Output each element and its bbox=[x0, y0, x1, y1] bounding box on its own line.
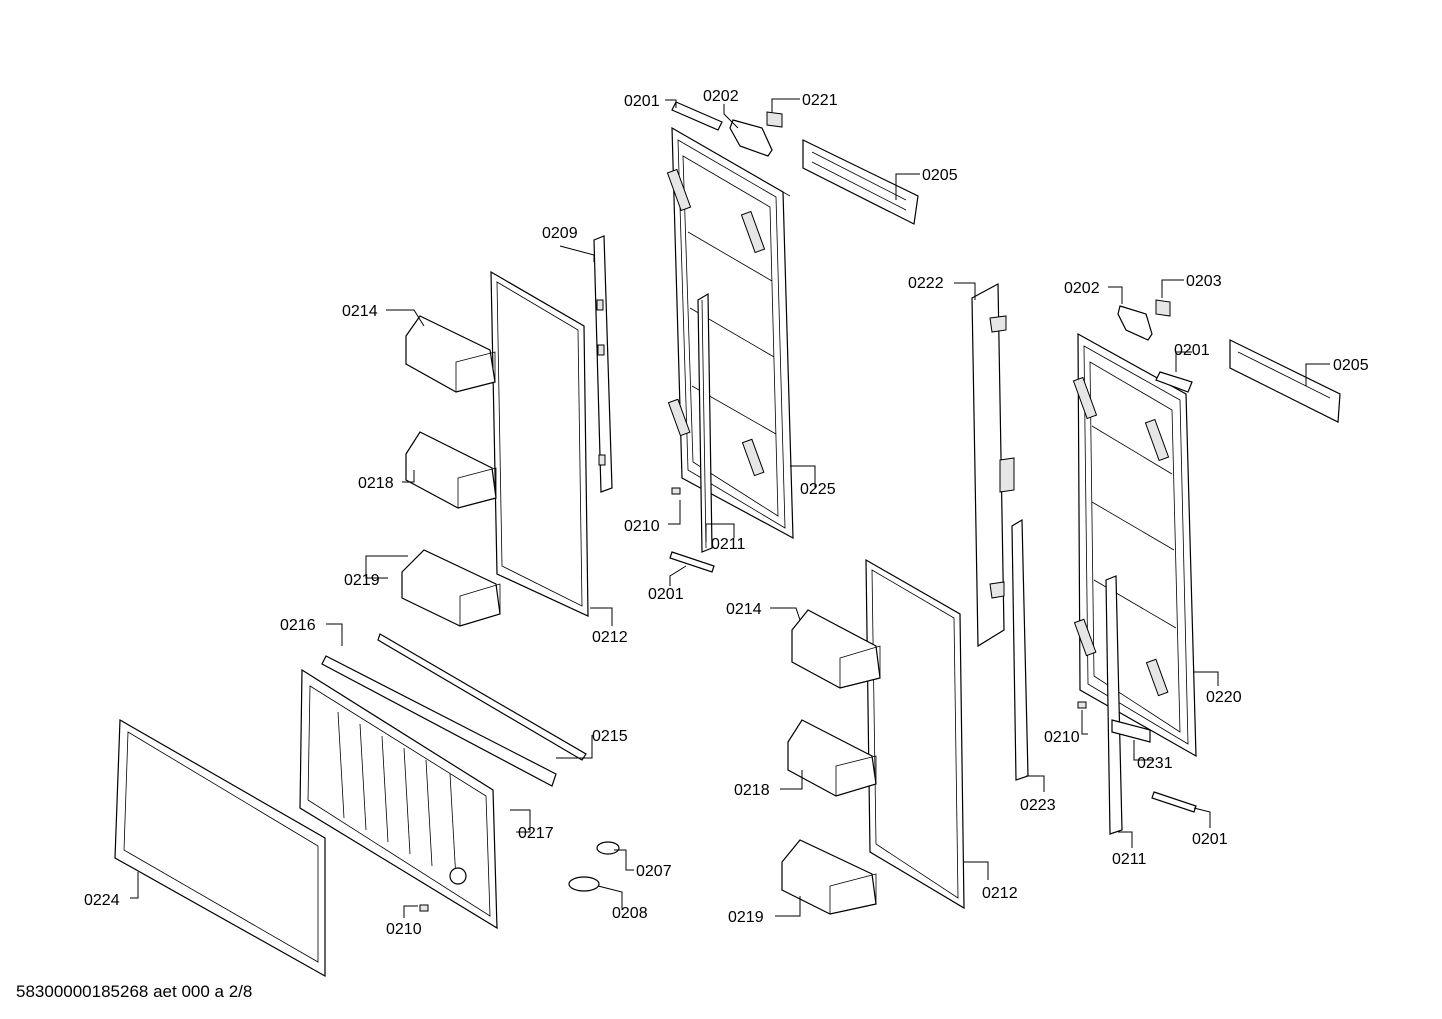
callout-0211-b: 0211 bbox=[1112, 851, 1147, 868]
door-seal-left bbox=[490, 270, 589, 617]
callout-0212-a: 0212 bbox=[592, 629, 628, 646]
document-code-footer: 58300000185268 aet 000 a 2/8 bbox=[16, 982, 253, 1001]
callout-0223: 0223 bbox=[1020, 797, 1056, 814]
vertical-bar-0209 bbox=[593, 235, 613, 493]
callout-0222: 0222 bbox=[908, 275, 944, 292]
callout-0218-a: 0218 bbox=[358, 475, 394, 492]
callout-0214-b: 0214 bbox=[726, 601, 762, 618]
callout-0201-b: 0201 bbox=[648, 586, 684, 603]
callout-0201-c: 0201 bbox=[1174, 342, 1210, 359]
fridge-door-right bbox=[1072, 332, 1197, 758]
callout-0207: 0207 bbox=[636, 863, 672, 880]
door-strip-0222 bbox=[971, 283, 1015, 648]
callout-0217: 0217 bbox=[518, 825, 554, 842]
hinge-parts-top-right bbox=[1117, 299, 1341, 423]
door-strip-0211-right bbox=[1105, 575, 1123, 835]
callout-0216: 0216 bbox=[280, 617, 316, 634]
door-bins-left bbox=[401, 315, 501, 627]
callout-0215: 0215 bbox=[592, 728, 628, 745]
door-seal-right bbox=[865, 558, 965, 910]
callout-0219-b: 0219 bbox=[728, 909, 764, 926]
callout-0231: 0231 bbox=[1137, 755, 1173, 772]
callout-0205-a: 0205 bbox=[922, 167, 958, 184]
callout-0210-a: 0210 bbox=[624, 518, 660, 535]
callout-0210-c: 0210 bbox=[1044, 729, 1080, 746]
callout-0220: 0220 bbox=[1206, 689, 1242, 706]
vertical-bar-0223 bbox=[1011, 518, 1029, 781]
door-bins-right bbox=[781, 609, 881, 915]
hinge-parts-top-left bbox=[671, 101, 919, 225]
callout-0201-a: 0201 bbox=[624, 93, 660, 110]
callout-0214-a: 0214 bbox=[342, 303, 378, 320]
freezer-drawer-parts bbox=[114, 633, 620, 978]
callout-0219-a: 0219 bbox=[344, 572, 380, 589]
callout-0210-b: 0210 bbox=[386, 921, 422, 938]
fridge-door-left bbox=[666, 126, 794, 540]
callout-0211-a: 0211 bbox=[711, 536, 746, 553]
callout-0209: 0209 bbox=[542, 225, 578, 242]
callout-0208: 0208 bbox=[612, 905, 648, 922]
leader-lines bbox=[130, 98, 1330, 918]
callout-0225: 0225 bbox=[800, 481, 836, 498]
callout-0218-b: 0218 bbox=[734, 782, 770, 799]
callout-labels: 0201 0202 0221 0205 0209 0214 0218 0219 … bbox=[84, 88, 1369, 938]
callout-0201-d: 0201 bbox=[1192, 831, 1228, 848]
callout-0202-a: 0202 bbox=[703, 88, 739, 105]
callout-0202-b: 0202 bbox=[1064, 280, 1100, 297]
callout-0212-b: 0212 bbox=[982, 885, 1018, 902]
callout-0221: 0221 bbox=[802, 92, 838, 109]
callout-0205-b: 0205 bbox=[1333, 357, 1369, 374]
bottom-small-parts bbox=[669, 487, 1197, 813]
door-strip-0211-left bbox=[697, 292, 713, 553]
callout-0224: 0224 bbox=[84, 892, 120, 909]
callout-0203: 0203 bbox=[1186, 273, 1222, 290]
